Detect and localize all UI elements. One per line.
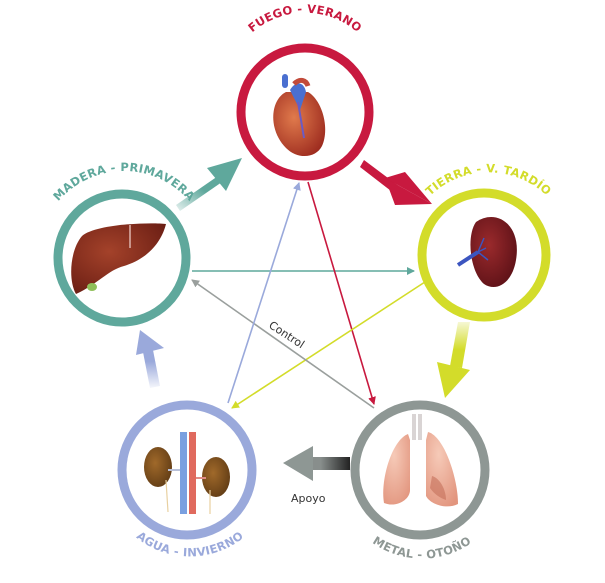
support-arrow-agua-madera bbox=[136, 330, 164, 388]
spleen-icon bbox=[456, 216, 517, 287]
control-lines bbox=[191, 181, 429, 409]
heart-icon bbox=[273, 74, 326, 157]
support-arrow-fuego-tierra bbox=[360, 160, 432, 205]
element-metal bbox=[350, 400, 490, 540]
control-arrow-metal-madera bbox=[191, 279, 375, 409]
kidneys-icon bbox=[144, 432, 230, 514]
support-arrow-metal-agua bbox=[283, 446, 350, 481]
control-arrow-agua-fuego bbox=[227, 182, 301, 404]
apoyo-label: Apoyo bbox=[291, 492, 326, 505]
support-arrows bbox=[136, 158, 470, 481]
lungs-icon bbox=[383, 414, 458, 507]
support-arrow-tierra-metal bbox=[437, 322, 470, 398]
support-arrow-madera-fuego bbox=[176, 158, 242, 211]
fuego-label: FUEGO - VERANO bbox=[245, 2, 364, 35]
control-arrow-fuego-metal bbox=[307, 181, 376, 405]
liver-icon bbox=[71, 223, 166, 294]
element-agua bbox=[117, 400, 257, 540]
element-fuego bbox=[236, 43, 374, 181]
element-madera bbox=[53, 189, 191, 327]
control-arrow-tierra-agua bbox=[231, 279, 429, 409]
element-tierra bbox=[417, 188, 551, 322]
